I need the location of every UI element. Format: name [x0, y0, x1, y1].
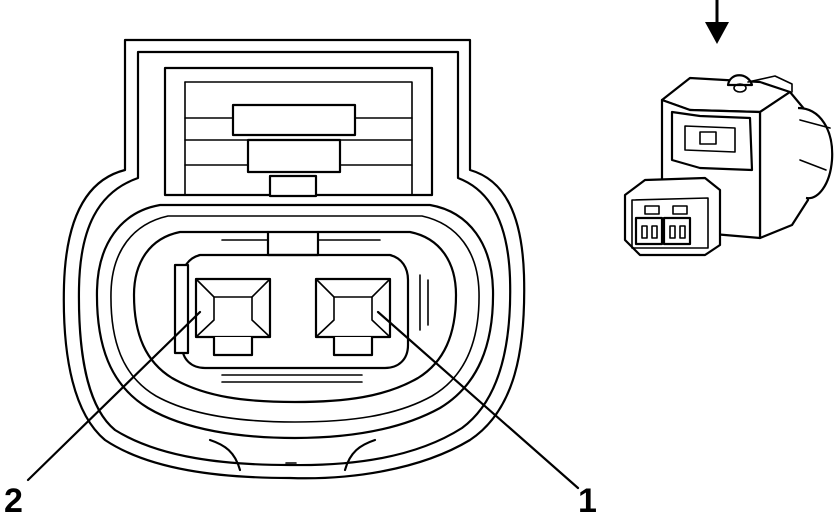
callout-label-2: 2 [4, 482, 23, 520]
terminal-cavity-1 [314, 277, 392, 357]
lock-tab-frame [163, 66, 434, 197]
cavity-wall [132, 230, 458, 404]
lock-tab-middle [246, 138, 342, 174]
housing-outline [62, 38, 526, 480]
callout-leader-1 [376, 310, 580, 490]
seal-ring-outer [95, 203, 495, 440]
connector-inset-view [623, 0, 834, 257]
key-slot [266, 230, 320, 257]
housing-foot-right [343, 438, 377, 472]
terminal-cavity-2 [194, 277, 272, 357]
seal-ring-mid [110, 215, 480, 423]
housing-foot-left [208, 438, 242, 472]
housing-outline-inner [77, 50, 512, 467]
lock-tab-upper [231, 103, 357, 137]
callout-leader-2 [26, 310, 202, 482]
callout-label-1: 1 [578, 482, 597, 520]
connector-face-view [62, 38, 526, 480]
down-arrow-icon [705, 0, 729, 44]
latch-rib-left [173, 263, 190, 355]
lock-tab-lower [268, 174, 318, 198]
